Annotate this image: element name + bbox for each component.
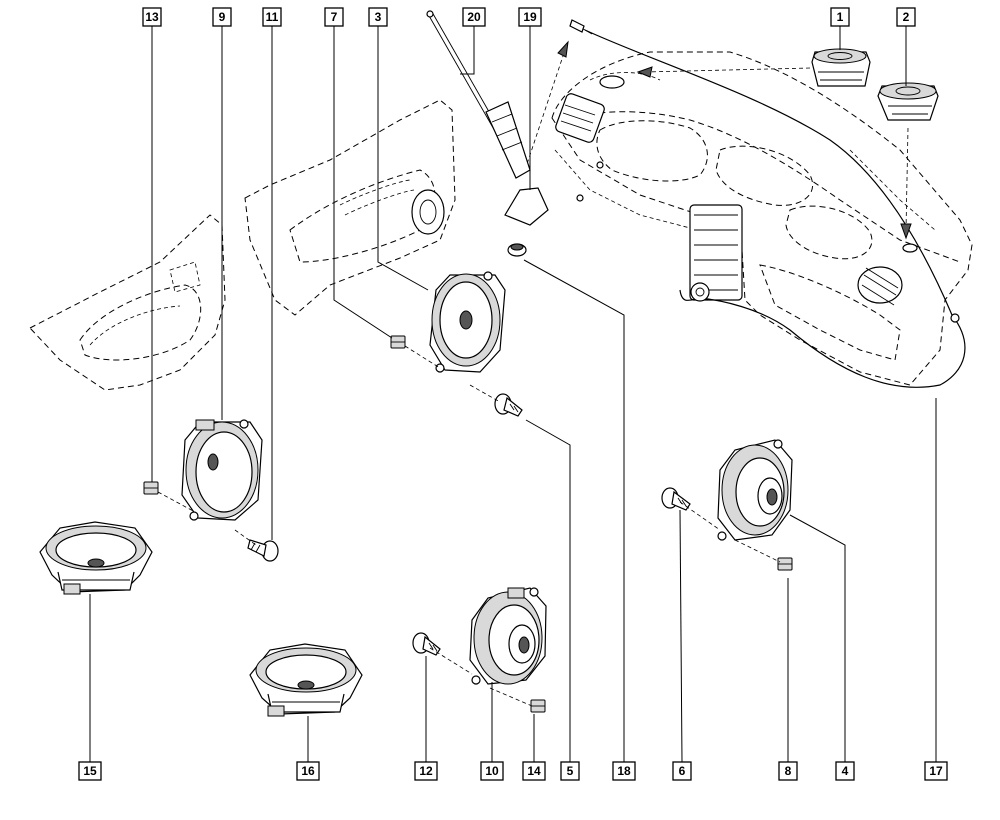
callout-3: 3 bbox=[368, 7, 388, 27]
callout-11: 11 bbox=[262, 7, 282, 27]
svg-text:7: 7 bbox=[331, 10, 338, 24]
callout-14: 14 bbox=[522, 761, 546, 781]
svg-text:1: 1 bbox=[837, 10, 844, 24]
svg-text:19: 19 bbox=[523, 10, 537, 24]
speaker-15 bbox=[39, 521, 153, 595]
svg-text:2: 2 bbox=[903, 10, 910, 24]
callout-17: 17 bbox=[924, 761, 948, 781]
speaker-4 bbox=[717, 439, 793, 541]
speaker-16 bbox=[249, 643, 363, 717]
callout-18: 18 bbox=[612, 761, 636, 781]
svg-text:9: 9 bbox=[219, 10, 226, 24]
screw-12 bbox=[412, 632, 441, 656]
svg-text:20: 20 bbox=[467, 10, 481, 24]
svg-text:18: 18 bbox=[617, 764, 631, 778]
clip-7 bbox=[390, 335, 406, 349]
callout-9: 9 bbox=[212, 7, 232, 27]
callout-5: 5 bbox=[560, 761, 580, 781]
callout-4: 4 bbox=[835, 761, 855, 781]
callout-16: 16 bbox=[296, 761, 320, 781]
assembly-arrows bbox=[524, 40, 912, 240]
callout-13: 13 bbox=[142, 7, 162, 27]
speaker-9 bbox=[181, 419, 263, 521]
svg-text:8: 8 bbox=[785, 764, 792, 778]
callout-8: 8 bbox=[778, 761, 798, 781]
callout-12: 12 bbox=[414, 761, 438, 781]
callout-15: 15 bbox=[78, 761, 102, 781]
svg-text:5: 5 bbox=[567, 764, 574, 778]
svg-text:6: 6 bbox=[679, 764, 686, 778]
svg-text:13: 13 bbox=[145, 10, 159, 24]
antenna-cable bbox=[569, 19, 966, 388]
svg-text:11: 11 bbox=[266, 10, 279, 24]
front-door-panel bbox=[244, 99, 456, 316]
callout-10: 10 bbox=[480, 761, 504, 781]
svg-text:4: 4 bbox=[842, 764, 849, 778]
svg-text:10: 10 bbox=[485, 764, 499, 778]
svg-text:16: 16 bbox=[301, 764, 315, 778]
svg-text:14: 14 bbox=[527, 764, 541, 778]
clip-14 bbox=[530, 699, 546, 713]
svg-text:12: 12 bbox=[419, 764, 433, 778]
callout-19: 19 bbox=[518, 7, 542, 27]
rear-door-panel bbox=[29, 214, 226, 391]
assembly-axes bbox=[157, 345, 781, 707]
callout-7: 7 bbox=[324, 7, 344, 27]
screw-11 bbox=[247, 539, 279, 562]
speaker-3 bbox=[429, 271, 506, 373]
svg-text:3: 3 bbox=[375, 10, 382, 24]
tweeter-2 bbox=[877, 82, 939, 121]
tweeter-1 bbox=[811, 48, 871, 87]
callout-20: 20 bbox=[462, 7, 486, 27]
svg-text:17: 17 bbox=[929, 764, 943, 778]
speaker-10 bbox=[469, 587, 547, 685]
clip-13 bbox=[143, 481, 159, 495]
clip-8 bbox=[777, 557, 793, 571]
screw-6 bbox=[661, 487, 691, 511]
screw-5 bbox=[494, 393, 523, 417]
callout-2: 2 bbox=[896, 7, 916, 27]
roof-antenna bbox=[426, 10, 549, 257]
callout-6: 6 bbox=[672, 761, 692, 781]
dashboard-outline bbox=[551, 51, 973, 386]
leader-lines bbox=[89, 26, 937, 763]
svg-text:15: 15 bbox=[83, 764, 97, 778]
callout-1: 1 bbox=[830, 7, 850, 27]
